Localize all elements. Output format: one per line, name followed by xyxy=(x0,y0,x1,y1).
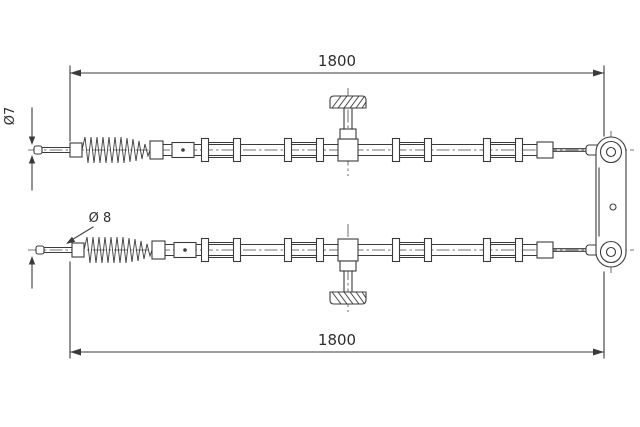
centerlines xyxy=(28,88,634,312)
upper-right-end-fitting xyxy=(536,141,554,159)
lower-sleeve-dot xyxy=(183,248,187,252)
collar xyxy=(514,137,524,163)
upper-diameter-label: Ø7 xyxy=(3,107,18,126)
upper-bellows-boot xyxy=(81,136,151,164)
collar xyxy=(315,237,325,263)
collar xyxy=(482,137,492,163)
upper-boot-ferrule xyxy=(149,140,164,160)
lower-boot-ferrule xyxy=(151,240,166,260)
bracket-top-eyelet xyxy=(605,146,617,158)
lower-diameter-dimension: Ø 8 xyxy=(28,211,112,289)
lower-cable xyxy=(35,236,603,305)
lower-bellows-boot xyxy=(83,236,153,264)
upper-grommet-hatching xyxy=(331,95,367,109)
collar xyxy=(283,137,293,163)
bottom-dimension: 1800 xyxy=(69,261,605,359)
upper-cable xyxy=(33,95,603,164)
collar xyxy=(232,237,242,263)
lower-left-end-cap xyxy=(35,245,45,255)
lower-right-end-fitting xyxy=(536,241,554,259)
bracket-bottom-eyelet xyxy=(605,246,617,258)
d7-arrow-up xyxy=(28,155,36,164)
upper-clamp-body xyxy=(337,138,359,162)
bracket-top-boss xyxy=(599,140,623,164)
d8-leader-arrow xyxy=(66,236,76,244)
top-dim-arrow-left xyxy=(70,69,81,77)
collar xyxy=(315,137,325,163)
lower-grommet-hatching xyxy=(331,291,367,305)
lower-clamp-body xyxy=(337,238,359,262)
collar xyxy=(514,237,524,263)
lower-left-fitting xyxy=(71,242,85,258)
upper-left-end-cap xyxy=(33,145,43,155)
bottom-dim-arrow-left xyxy=(70,348,81,356)
d8-arrow-up xyxy=(28,256,36,265)
lower-diameter-label: Ø 8 xyxy=(89,211,112,226)
bracket-middle-hole xyxy=(609,203,617,211)
lower-stem-flange xyxy=(339,260,357,272)
collar xyxy=(232,137,242,163)
collar xyxy=(391,237,401,263)
d7-arrow-down xyxy=(28,136,36,145)
upper-collars xyxy=(200,137,524,163)
top-dimension: 1800 xyxy=(69,52,605,142)
upper-diameter-dimension: Ø7 xyxy=(3,107,36,191)
lower-collars xyxy=(200,237,524,263)
collar xyxy=(200,137,210,163)
top-dimension-label: 1800 xyxy=(318,52,356,70)
top-dim-arrow-right xyxy=(593,69,604,77)
collar xyxy=(391,137,401,163)
upper-grommet-mount xyxy=(329,95,367,162)
collar xyxy=(482,237,492,263)
bottom-dim-arrow-right xyxy=(593,348,604,356)
bottom-dimension-label: 1800 xyxy=(318,331,356,349)
collar xyxy=(423,237,433,263)
lower-grommet-mount xyxy=(329,238,367,305)
bracket-bottom-boss xyxy=(599,240,623,264)
bracket-plate xyxy=(595,136,627,268)
collar xyxy=(423,137,433,163)
collar xyxy=(283,237,293,263)
upper-stem-flange xyxy=(339,128,357,140)
collar xyxy=(200,237,210,263)
d8-leader-line xyxy=(69,226,94,242)
upper-sleeve-dot xyxy=(181,148,185,152)
right-bracket xyxy=(595,136,627,268)
upper-left-fitting xyxy=(69,142,83,158)
